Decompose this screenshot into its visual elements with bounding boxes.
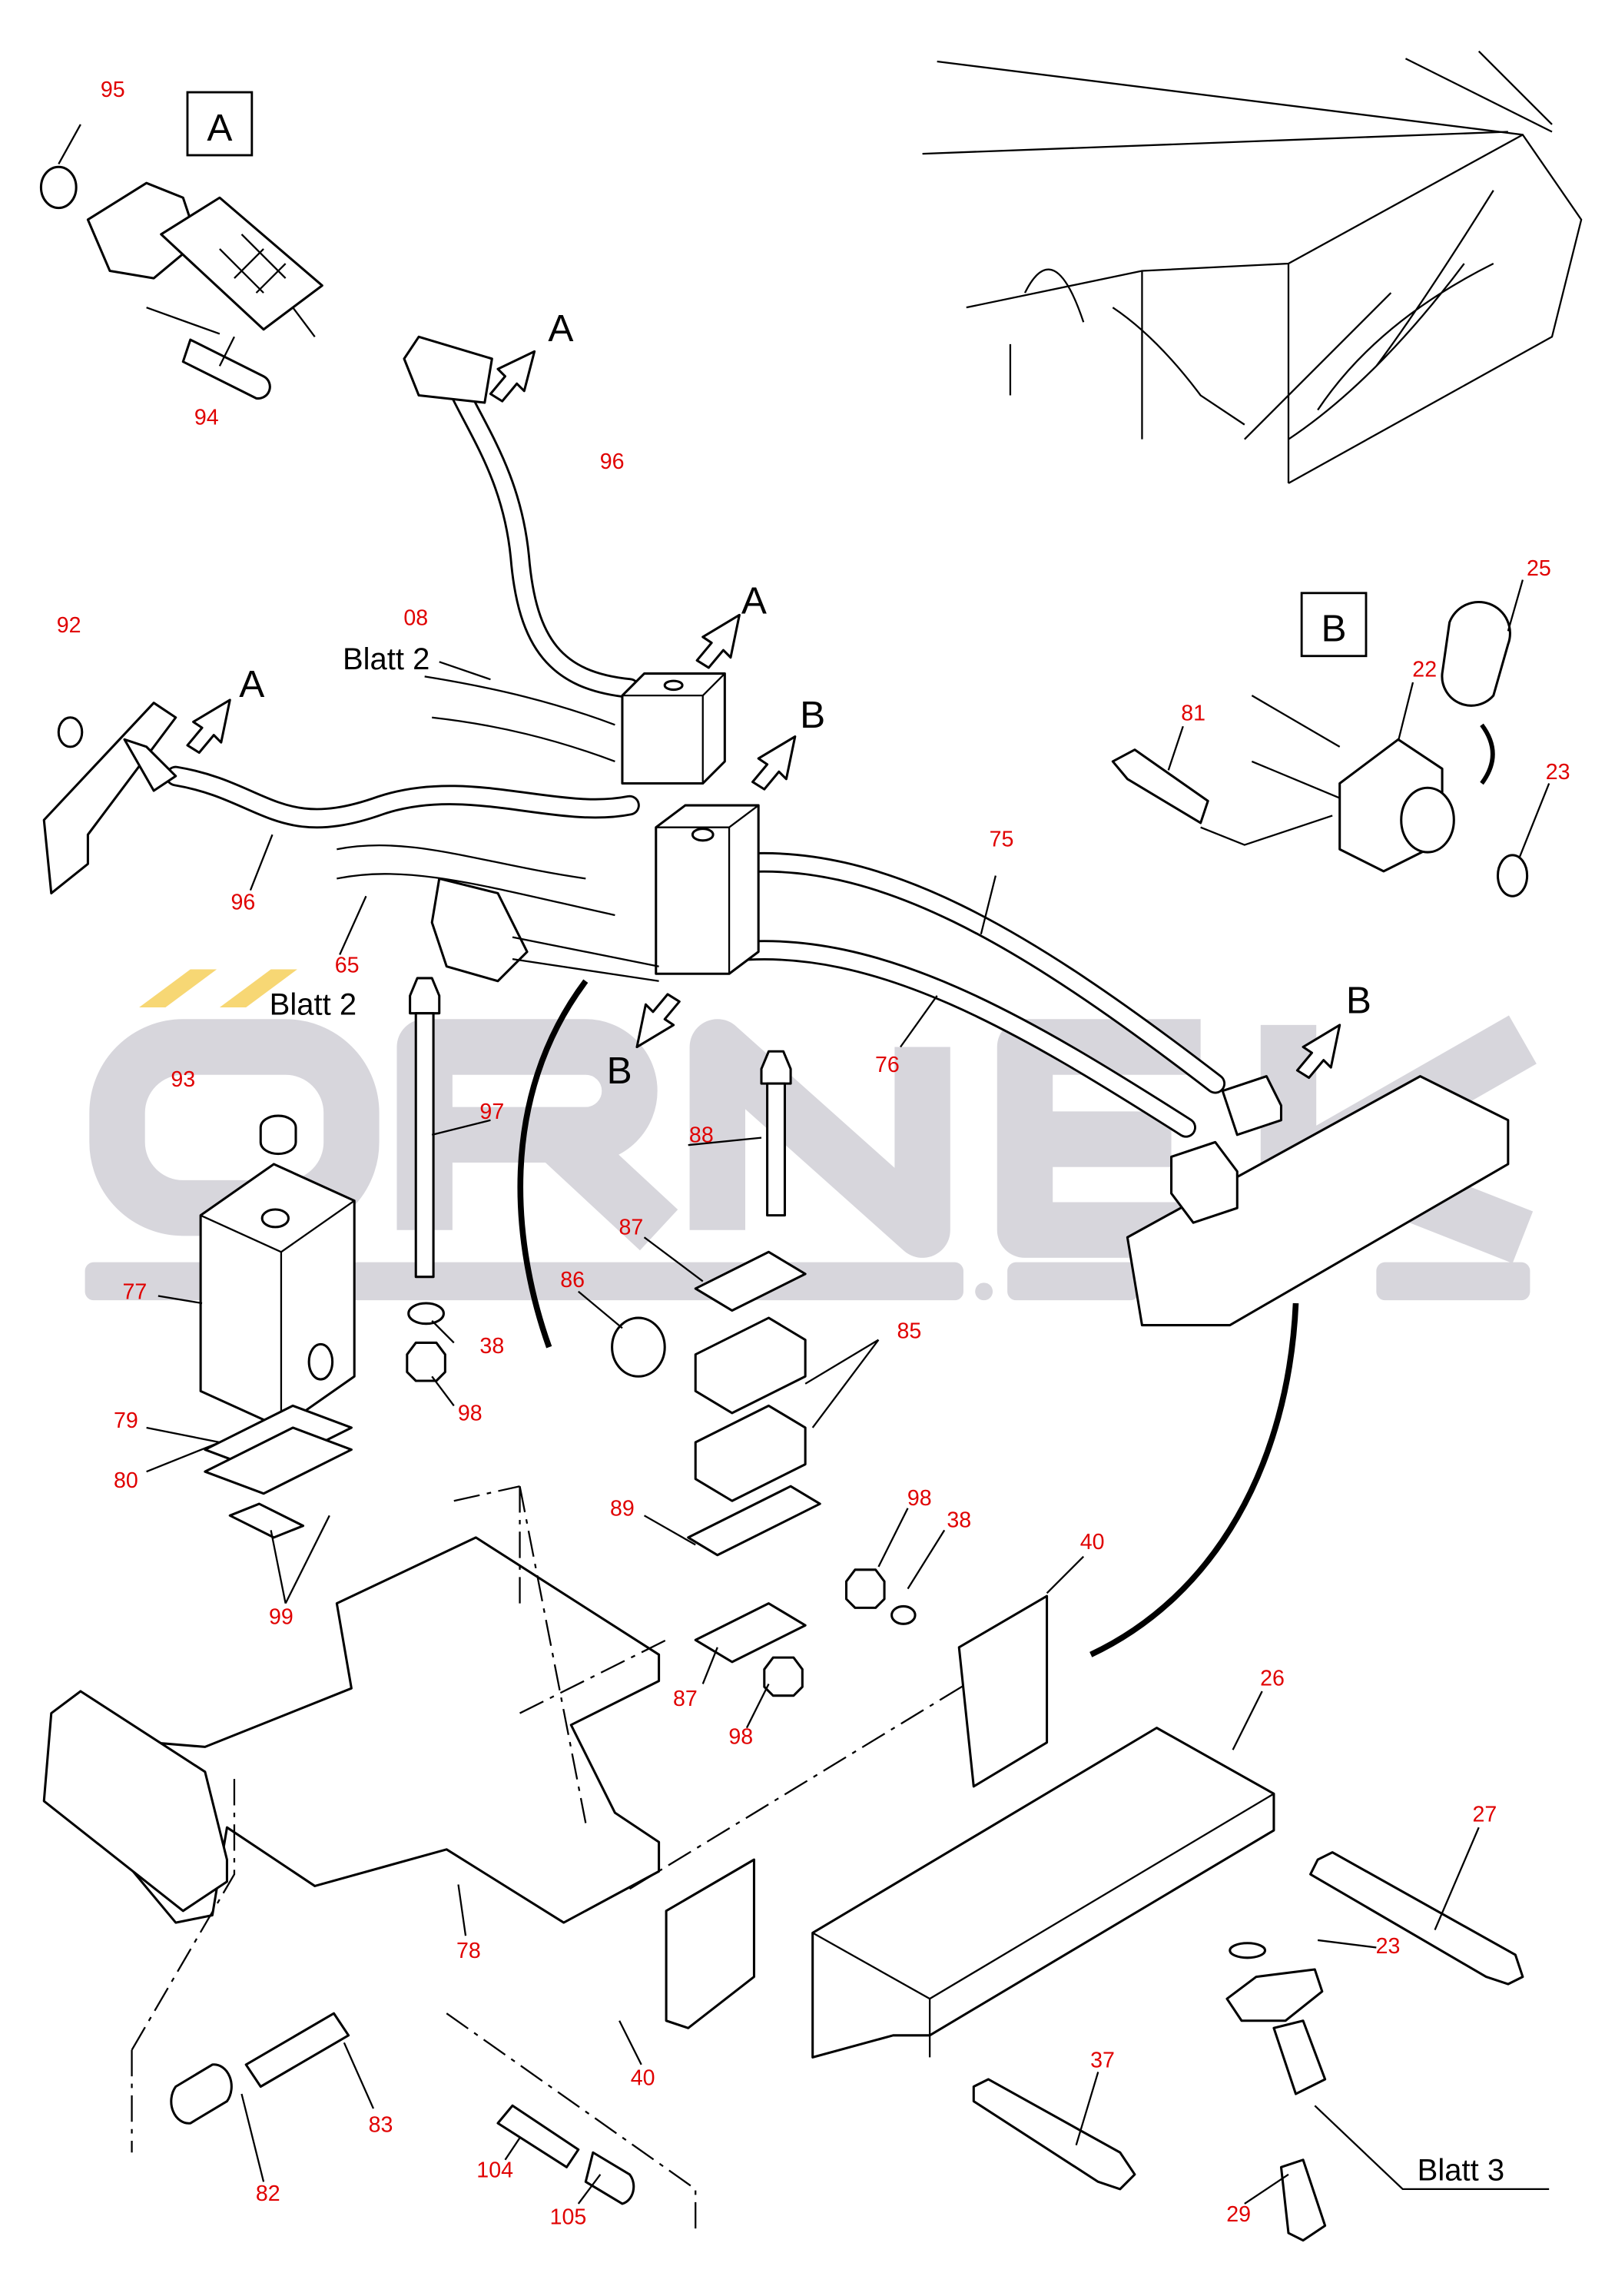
part-number-labels: 95 94 96 08 92 96 65 75 76 25 22 81 23 9… — [57, 78, 1570, 2230]
detail-a-flange — [39, 124, 323, 400]
part-number: 37 — [1090, 2049, 1115, 2073]
mounting-bracket — [1126, 1075, 1510, 1327]
part-number: 22 — [1412, 657, 1437, 682]
sheet-ref-blatt3: Blatt 3 — [1418, 2153, 1504, 2187]
part-number: 89 — [610, 1496, 635, 1521]
part-number: 95 — [101, 78, 125, 102]
part-number: 97 — [479, 1100, 504, 1124]
view-a-box — [186, 91, 254, 157]
flange-upper — [403, 335, 493, 404]
bolts-lower — [170, 1851, 1524, 2242]
part-number: 105 — [550, 2205, 587, 2230]
part-number: 82 — [256, 2182, 280, 2206]
view-b-label: B — [1322, 608, 1347, 650]
part-number: 80 — [114, 1468, 138, 1493]
part-number: 26 — [1260, 1666, 1285, 1690]
part-number: 104 — [476, 2158, 513, 2183]
part-number: 85 — [897, 1319, 922, 1344]
part-number: 93 — [171, 1067, 195, 1092]
view-b-box — [1300, 592, 1368, 658]
detail-b — [1111, 600, 1529, 897]
mounting-plate-78 — [42, 1485, 667, 1924]
part-number: 88 — [689, 1123, 714, 1147]
part-number: 96 — [230, 890, 255, 914]
part-number: 40 — [631, 2066, 655, 2091]
part-number: 38 — [947, 1508, 971, 1533]
view-a-marker: A — [548, 307, 573, 350]
part-number: 92 — [57, 613, 81, 638]
support-bar-26 — [131, 1594, 1275, 2234]
view-a-label: A — [207, 107, 232, 149]
valve-block-77 — [199, 1114, 356, 1539]
view-b-marker: B — [800, 694, 825, 736]
part-number: 25 — [1527, 556, 1551, 581]
view-b-marker: B — [607, 1050, 632, 1092]
part-number: 94 — [194, 406, 219, 430]
part-number: 99 — [269, 1604, 293, 1629]
part-number: 77 — [122, 1279, 147, 1304]
part-number: 75 — [990, 827, 1014, 851]
part-number: 98 — [728, 1725, 753, 1750]
view-b-marker: B — [1346, 980, 1371, 1022]
part-number: 98 — [458, 1401, 483, 1425]
part-number: 83 — [369, 2113, 393, 2138]
part-number: 87 — [673, 1687, 698, 1711]
part-number: 27 — [1472, 1803, 1497, 1827]
part-number: 81 — [1181, 702, 1205, 726]
bolts-center — [406, 977, 917, 1697]
part-number: 79 — [114, 1408, 138, 1433]
sheet-ref-blatt2: Blatt 2 — [270, 988, 356, 1022]
flange-92 — [42, 702, 177, 894]
part-number: 08 — [403, 606, 428, 631]
sheet-ref-blatt2: Blatt 2 — [343, 642, 429, 676]
part-number: 87 — [618, 1215, 643, 1239]
hydraulic-hoses — [165, 385, 1226, 1138]
part-number: 65 — [335, 953, 360, 977]
valve-blocks — [430, 672, 760, 983]
part-number: 38 — [479, 1334, 504, 1359]
part-number: 23 — [1376, 1934, 1401, 1959]
part-number: 29 — [1226, 2202, 1251, 2227]
part-number: 96 — [600, 450, 625, 474]
part-number: 23 — [1546, 760, 1570, 785]
part-number: 86 — [560, 1268, 585, 1292]
assembly-arrow-left — [517, 979, 589, 1349]
part-number: 98 — [907, 1486, 932, 1511]
view-arrows — [186, 350, 1341, 1080]
part-number: 40 — [1080, 1530, 1105, 1554]
part-number: 76 — [875, 1053, 900, 1077]
view-a-marker: A — [239, 663, 264, 705]
machine-frame — [922, 50, 1583, 484]
view-a-marker: A — [741, 579, 767, 622]
leader-lines — [146, 336, 1550, 2205]
assembly-arrow-right — [1089, 1302, 1299, 1657]
part-number: 78 — [456, 1939, 481, 1963]
